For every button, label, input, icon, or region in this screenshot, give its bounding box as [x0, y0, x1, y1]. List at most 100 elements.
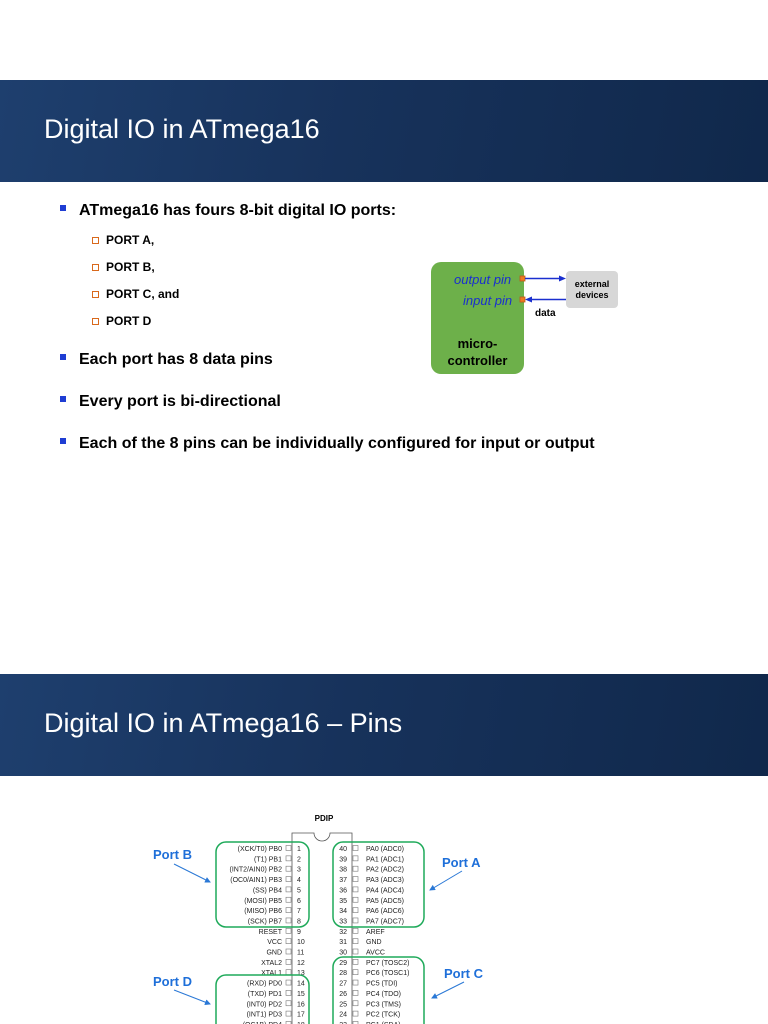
- pin-number: 1: [297, 846, 301, 853]
- pin-number: 4: [297, 877, 301, 884]
- pin-number: 26: [339, 991, 347, 998]
- port-b-group: [215, 841, 310, 928]
- hollow-square-icon: [92, 318, 99, 325]
- pin-stub: [352, 917, 359, 924]
- output-pin-label: output pin: [454, 272, 512, 287]
- pin-stub: [352, 979, 359, 986]
- pin-stub: [285, 865, 292, 872]
- pin-number: 34: [339, 908, 347, 915]
- pin-stub: [352, 845, 359, 851]
- pin-stub: [285, 907, 292, 913]
- port-a-arrow: [429, 870, 463, 891]
- pin-number: 27: [339, 981, 347, 988]
- pin-stub: [352, 886, 359, 893]
- pin-label: XTAL1: [261, 970, 282, 977]
- pin-stub: [352, 855, 359, 862]
- pin-stub: [352, 907, 359, 913]
- port-c-label: Port C: [444, 966, 484, 981]
- pin-number: 14: [297, 981, 305, 988]
- slide-2: Digital IO in ATmega16 – Pins PDIP (XCK/…: [0, 672, 768, 1024]
- pin-number: 10: [297, 939, 305, 946]
- slide-title: Digital IO in ATmega16 – Pins: [44, 708, 403, 738]
- pin-label: (OC0/AIN1) PB3: [230, 877, 282, 884]
- pin-stub: [352, 938, 359, 944]
- pin-label: PA5 (ADC5): [366, 898, 404, 905]
- pin-stub: [352, 990, 359, 996]
- pin-stub: [352, 896, 359, 903]
- bullet-square-icon: [60, 354, 66, 360]
- pin-stub: [285, 990, 292, 996]
- pin-label: PC6 (TOSC1): [366, 970, 409, 977]
- pin-label: (RXD) PD0: [247, 981, 282, 988]
- pin-label: (XCK/T0) PB0: [238, 846, 282, 853]
- pin-stub: [352, 1010, 359, 1017]
- pin-stub: [352, 927, 359, 934]
- pin-stub: [285, 886, 292, 893]
- pin-number: 40: [339, 846, 347, 853]
- pin-number: 31: [339, 939, 347, 946]
- pin-label: PC1 (SDA): [366, 1022, 401, 1024]
- pin-stub: [285, 845, 292, 851]
- port-d-arrow: [173, 989, 211, 1005]
- pin-label: PA2 (ADC2): [366, 867, 404, 874]
- pin-stub: [352, 969, 359, 976]
- chip-outline: [291, 832, 353, 1024]
- pin-number: 5: [297, 887, 301, 894]
- pin-label: (MOSI) PB5: [244, 898, 282, 905]
- pin-label: PC4 (TDO): [366, 991, 401, 998]
- pin-number: 35: [339, 898, 347, 905]
- pin-stub: [352, 876, 359, 882]
- pin-label: GND: [366, 939, 382, 946]
- bullet-square-icon: [60, 438, 66, 444]
- pin-stub: [285, 938, 292, 944]
- bullet-item: Each port has 8 data pins: [60, 351, 273, 369]
- pin-number: 8: [297, 918, 301, 925]
- pin-label: PC2 (TCK): [366, 1012, 400, 1019]
- pin-label: PC3 (TMS): [366, 1001, 401, 1008]
- pin-label: (SS) PB4: [253, 887, 282, 894]
- microcontroller-block: micro- controller: [431, 262, 524, 374]
- port-d-group: [215, 974, 310, 1024]
- pin-number: 13: [297, 970, 305, 977]
- pin-label: (INT1) PD3: [247, 1012, 283, 1019]
- pin-stub: [352, 959, 359, 965]
- pin-number: 36: [339, 887, 347, 894]
- pin-number: 15: [297, 991, 305, 998]
- pin-stub: [285, 927, 292, 934]
- pin-number: 23: [339, 1022, 347, 1024]
- external-devices-box: external devices: [566, 271, 618, 308]
- sub-bullet-item: PORT A,: [92, 233, 154, 247]
- pin-label: PC5 (TDI): [366, 981, 398, 988]
- pin-label: RESET: [259, 929, 283, 936]
- pin-number: 33: [339, 918, 347, 925]
- pin-number: 32: [339, 929, 347, 936]
- pin-stub: [285, 917, 292, 924]
- pin-stub: [285, 959, 292, 965]
- pin-label: (SCK) PB7: [248, 918, 282, 925]
- pin-label: PA7 (ADC7): [366, 918, 404, 925]
- pin-label: GND: [266, 950, 282, 957]
- microcontroller-label: micro- controller: [447, 336, 508, 368]
- pin-number: 38: [339, 867, 347, 874]
- pin-label: PC7 (TOSC2): [366, 960, 409, 967]
- pin-label: PA0 (ADC0): [366, 846, 404, 853]
- hollow-square-icon: [92, 237, 99, 244]
- pin-number: 17: [297, 1012, 305, 1019]
- package-label: PDIP: [315, 814, 334, 823]
- sub-bullet-item: PORT D: [92, 314, 151, 328]
- pin-stub: [285, 969, 292, 976]
- pin-label: (T1) PB1: [254, 856, 282, 863]
- pin-number: 6: [297, 898, 301, 905]
- pin-label: (MISO) PB6: [244, 908, 282, 915]
- port-b-label: Port B: [153, 847, 192, 862]
- pin-number: 9: [297, 929, 301, 936]
- slide-1: Digital IO in ATmega16 ATmega16 has four…: [0, 80, 768, 452]
- pin-stub: [285, 876, 292, 882]
- output-arrow-head: [559, 275, 566, 282]
- slide-title: Digital IO in ATmega16: [44, 114, 320, 144]
- pin-stub: [285, 855, 292, 862]
- pin-stub: [352, 865, 359, 872]
